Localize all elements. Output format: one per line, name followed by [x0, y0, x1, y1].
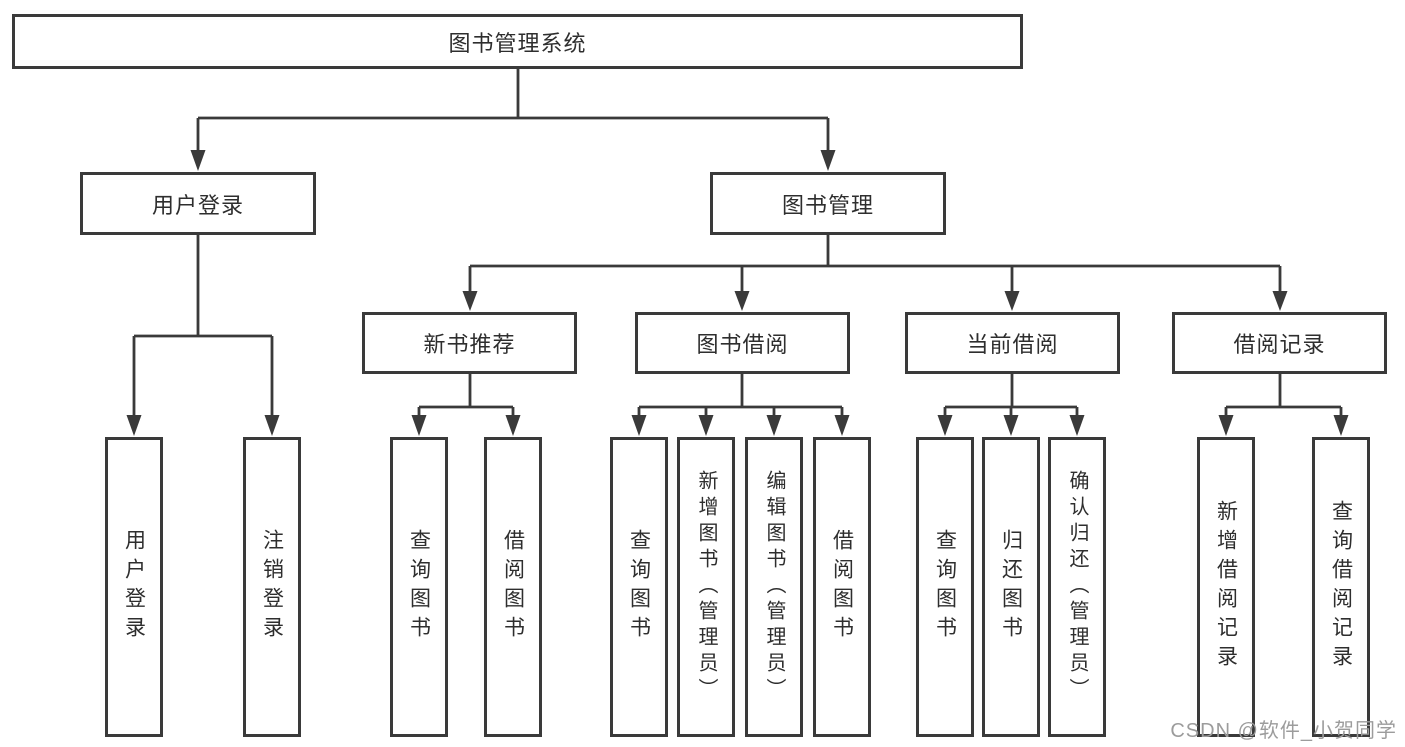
leaf-cb-confirm-return-admin: 确认归还（管理员） [1048, 437, 1106, 737]
arrowhead [820, 150, 836, 171]
node-book-management: 图书管理 [710, 172, 946, 235]
node-label: 确认归还（管理员） [1066, 470, 1088, 704]
node-label: 借阅图书 [830, 529, 854, 645]
node-label: 用户登录 [151, 192, 244, 218]
node-label: 注销登录 [260, 529, 284, 645]
node-label: 图书管理 [781, 192, 874, 218]
csdn-watermark: CSDN @软件_小贺同学 [1170, 720, 1397, 742]
arrowhead [190, 150, 206, 171]
node-label: 借阅记录 [1233, 332, 1326, 357]
node-label: 图书管理系统 [448, 30, 587, 56]
leaf-bb-add-book-admin: 新增图书（管理员） [677, 437, 735, 737]
leaf-bb-edit-book-admin: 编辑图书（管理员） [745, 437, 803, 737]
node-label: 查询图书 [627, 529, 651, 645]
node-user-login: 用户登录 [80, 172, 316, 235]
leaf-nb-query-book: 查询图书 [390, 437, 448, 737]
node-label: 编辑图书（管理员） [763, 470, 785, 704]
node-label: 查询图书 [407, 529, 431, 645]
node-label: 新书推荐 [423, 332, 516, 357]
node-label: 新增图书（管理员） [695, 470, 717, 704]
node-current-borrowing: 当前借阅 [905, 312, 1120, 374]
node-borrow-records: 借阅记录 [1172, 312, 1387, 374]
leaf-br-add-record: 新增借阅记录 [1197, 437, 1255, 737]
node-label: 新增借阅记录 [1214, 500, 1238, 674]
node-label: 查询图书 [933, 529, 957, 645]
leaf-bb-borrow-book: 借阅图书 [813, 437, 871, 737]
node-label: 当前借阅 [966, 332, 1059, 357]
leaf-cb-return-book: 归还图书 [982, 437, 1040, 737]
node-label: 用户登录 [122, 529, 146, 645]
leaf-cb-query-book: 查询图书 [916, 437, 974, 737]
leaf-logout: 注销登录 [243, 437, 301, 737]
node-book-borrowing: 图书借阅 [635, 312, 850, 374]
leaf-br-query-record: 查询借阅记录 [1312, 437, 1370, 737]
leaf-nb-borrow-book: 借阅图书 [484, 437, 542, 737]
node-new-book-recommend: 新书推荐 [362, 312, 577, 374]
node-library-management-system: 图书管理系统 [12, 14, 1023, 69]
node-label: 查询借阅记录 [1329, 500, 1353, 674]
node-label: 借阅图书 [501, 529, 525, 645]
leaf-user-login: 用户登录 [105, 437, 163, 737]
node-label: 归还图书 [999, 529, 1023, 645]
leaf-bb-query-book: 查询图书 [610, 437, 668, 737]
node-label: 图书借阅 [696, 332, 789, 357]
